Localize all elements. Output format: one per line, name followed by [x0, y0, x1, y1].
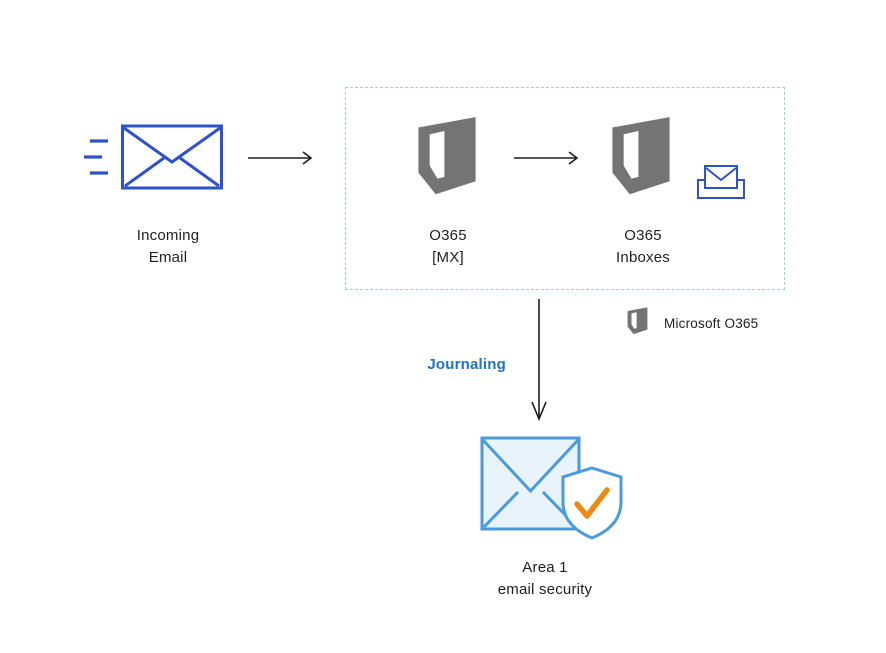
incoming-email-label-line2: Email	[148, 249, 188, 266]
arrow-mx-to-inboxes	[514, 151, 579, 165]
incoming-email-icon	[84, 124, 223, 190]
incoming-email-label: Incoming Email	[103, 225, 233, 269]
shield-check-icon	[561, 466, 623, 540]
envelope-flap	[705, 167, 737, 182]
journaling-label: Journaling	[427, 356, 506, 373]
o365-inboxes-office-logo-icon	[612, 117, 670, 195]
o365-boundary-box	[345, 87, 785, 290]
o365-inboxes-label-line2: Inboxes	[616, 249, 670, 266]
envelope-fold-right	[179, 156, 220, 188]
area1-envelope-icon	[480, 436, 581, 531]
envelope-body	[704, 165, 738, 189]
arrow-incoming-to-mx	[248, 151, 313, 165]
envelope-fold-left	[482, 490, 520, 529]
o365-mx-office-logo-icon	[418, 117, 476, 195]
envelope-flap	[481, 438, 580, 494]
envelope-flap	[123, 126, 221, 164]
incoming-email-label-line1: Incoming	[136, 227, 200, 244]
area1-label-line1: Area 1	[522, 559, 568, 576]
o365-mx-label-line2: [MX]	[432, 249, 464, 266]
o365-inboxes-label-line1: O365	[624, 227, 662, 244]
o365-inboxes-label: O365 Inboxes	[588, 225, 698, 269]
office-logo-shape	[627, 307, 648, 335]
arrow-head	[302, 151, 313, 165]
legend-office-logo-icon	[627, 307, 648, 335]
area1-label: Area 1 email security	[460, 557, 630, 601]
area1-label-line2: email security	[497, 581, 593, 598]
arrow-head	[568, 151, 579, 165]
shield-shape	[561, 466, 623, 540]
inbox-tray-icon	[697, 165, 745, 199]
office-logo-shape	[612, 117, 670, 195]
arrow-head	[531, 401, 547, 422]
o365-mx-label-line1: O365	[429, 227, 467, 244]
check-mark	[574, 487, 610, 519]
arrow-journaling-down	[531, 299, 547, 422]
o365-mx-label: O365 [MX]	[398, 225, 498, 269]
legend-label: Microsoft O365	[664, 316, 759, 331]
office-logo-shape	[418, 117, 476, 195]
envelope-fold-left	[124, 156, 165, 188]
